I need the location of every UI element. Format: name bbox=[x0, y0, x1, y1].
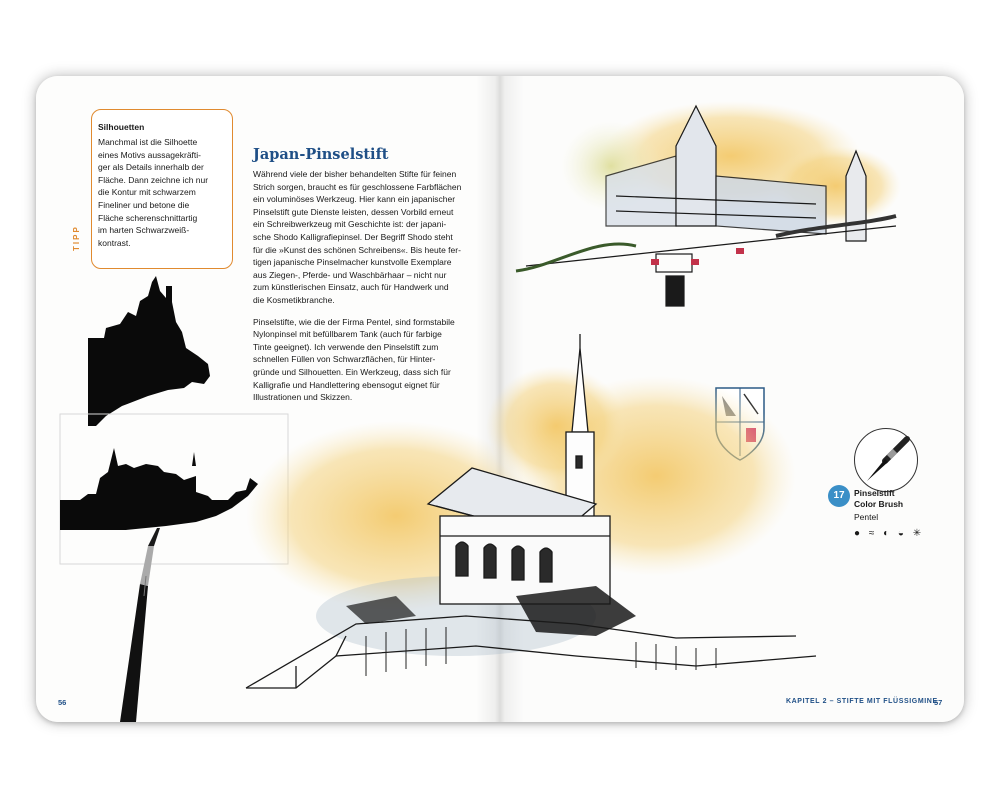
page-number-right: 57 bbox=[934, 698, 943, 707]
article-line: ein Schreibwerkzeug mit Geschichte ist: … bbox=[253, 219, 447, 230]
article-line: gründe und Silhouetten. Ein Werkzeug, da… bbox=[253, 366, 451, 377]
brush-pen-icon bbox=[867, 436, 910, 481]
article-paragraph-1: Während viele der bisher behandelten Sti… bbox=[253, 168, 477, 307]
tip-line: ger als Details innerhalb der bbox=[98, 162, 204, 173]
article-line: Illustrationen und Skizzen. bbox=[253, 392, 353, 403]
product-name-line: Color Brush bbox=[854, 499, 904, 509]
tip-label: TIPP bbox=[72, 222, 81, 254]
tip-box bbox=[91, 109, 233, 269]
article-line: zum künstlerischen Einsatz, auch für Han… bbox=[253, 282, 449, 293]
tip-title: Silhouetten bbox=[98, 122, 145, 132]
tip-line: Fineliner und betone die bbox=[98, 199, 190, 210]
brush-pen-circle bbox=[854, 428, 918, 492]
castle-silhouette-bottom bbox=[60, 448, 258, 530]
castle-sketch-top bbox=[515, 101, 901, 307]
tip-line: eines Motivs aussagekräfti- bbox=[98, 149, 201, 160]
article-line: Tinte geeignet). Ich verwende den Pinsel… bbox=[253, 341, 439, 352]
article-line: die Kosmetikbranche. bbox=[253, 294, 335, 305]
article-line: schnellen Füllen von Schwarzflächen, für… bbox=[253, 354, 436, 365]
article-line: Pinselstift gute Dienste leisten, dessen… bbox=[253, 206, 454, 217]
article-paragraph-2: Pinselstifte, wie die der Firma Pentel, … bbox=[253, 316, 477, 404]
product-number-badge: 17 bbox=[828, 485, 850, 507]
church-sketch bbox=[245, 334, 817, 689]
tip-line: Manchmal ist die Silhoette bbox=[98, 137, 198, 147]
article-line: Pinselstifte, wie die der Firma Pentel, … bbox=[253, 316, 455, 327]
brush-pen-image bbox=[120, 528, 160, 722]
book-spread: TIPP Silhouetten Manchmal ist die Silhoe… bbox=[36, 76, 964, 722]
tip-line: Fläche scherenschnittartig bbox=[98, 212, 198, 223]
product-name-line: Pinselstift bbox=[854, 488, 895, 498]
tip-body: Manchmal ist die Silhoette eines Motivs … bbox=[98, 136, 226, 249]
tip-line: Fläche. Dann zeichne ich nur bbox=[98, 174, 209, 185]
article-line: Während viele der bisher behandelten Sti… bbox=[253, 169, 457, 179]
page-number-left: 56 bbox=[58, 698, 67, 707]
article-line: ein voluminöses Werkzeug. Hier kann ein … bbox=[253, 194, 456, 205]
article-line: Kalligrafie und Handlettering ebensogut … bbox=[253, 379, 440, 390]
product-brand: Pentel bbox=[854, 512, 879, 522]
product-name: Pinselstift Color Brush bbox=[854, 488, 944, 510]
tip-line: die Kontur mit schwarzem bbox=[98, 187, 196, 198]
product-property-icons: ● ≈ ◐ ◒ ✳ bbox=[854, 528, 925, 539]
illustrations bbox=[59, 101, 901, 722]
tip-line: im harten Schwarzweiß- bbox=[98, 225, 190, 236]
article-heading: Japan-Pinselstift bbox=[253, 146, 389, 163]
article-body: Während viele der bisher behandelten Sti… bbox=[253, 168, 477, 413]
article-line: Nylonpinsel mit befüllbarem Tank (auch f… bbox=[253, 329, 442, 340]
castle-silhouette-top bbox=[88, 276, 210, 426]
article-line: für die »Kunst des schönen Schreibens«. … bbox=[253, 244, 461, 255]
article-line: aus Ziegen-, Pferde- und Waschbärhaar – … bbox=[253, 269, 447, 280]
article-line: sche Shodo Kalligrafiepinsel. Der Begrif… bbox=[253, 231, 453, 242]
article-line: Strich sorgen, braucht es für geschlosse… bbox=[253, 181, 462, 192]
article-line: tigen japanische Pinselmacher kunstvolle… bbox=[253, 257, 452, 268]
running-head: KAPITEL 2 – STIFTE MIT FLÜSSIGMINE bbox=[786, 698, 938, 705]
tip-line: kontrast. bbox=[98, 237, 131, 248]
